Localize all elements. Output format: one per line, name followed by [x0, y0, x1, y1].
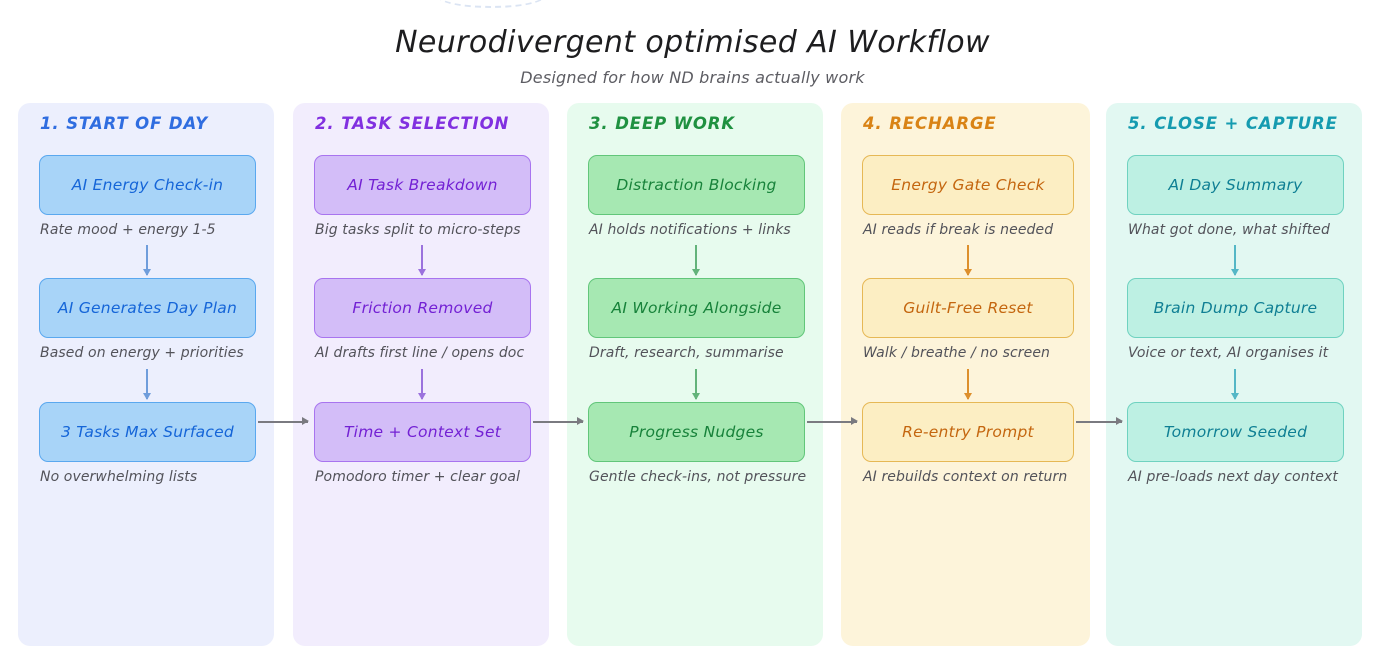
step-caption-5-2: Voice or text, AI organises it [1128, 345, 1329, 361]
step-caption-4-3: AI rebuilds context on return [863, 469, 1068, 485]
step-caption-1-3: No overwhelming lists [40, 469, 198, 485]
step-label: Time + Context Set [343, 423, 502, 441]
stage-column-1[interactable]: 1. START OF DAY AI Energy Check-in Rate … [18, 103, 274, 646]
step-label: 3 Tasks Max Surfaced [60, 423, 235, 441]
step-label: AI Working Alongside [611, 299, 782, 317]
down-arrow-icon [143, 245, 150, 276]
stage-title-5: 5. CLOSE + CAPTURE [1128, 114, 1338, 133]
step-node-1-2[interactable]: AI Generates Day Plan [39, 278, 256, 338]
stage-connector-arrow-2-3 [533, 417, 584, 424]
step-caption-2-1: Big tasks split to micro-steps [315, 222, 521, 238]
step-node-5-1[interactable]: AI Day Summary [1127, 155, 1344, 215]
step-caption-3-1: AI holds notifications + links [589, 222, 791, 238]
stage-column-2[interactable]: 2. TASK SELECTION AI Task Breakdown Big … [293, 103, 549, 646]
down-arrow-icon [418, 245, 425, 276]
diagram-title: Neurodivergent optimised AI Workflow [395, 25, 990, 60]
diagram-subtitle: Designed for how ND brains actually work [520, 67, 865, 87]
step-node-4-2[interactable]: Guilt-Free Reset [862, 278, 1074, 338]
step-node-2-2[interactable]: Friction Removed [314, 278, 531, 338]
stage-connector-arrow-4-5 [1076, 417, 1123, 424]
down-arrow-icon [692, 369, 699, 400]
down-arrow-icon [143, 369, 150, 400]
step-caption-1-1: Rate mood + energy 1-5 [40, 222, 216, 238]
stage-board: 1. START OF DAY AI Energy Check-in Rate … [0, 103, 1385, 648]
step-node-4-1[interactable]: Energy Gate Check [862, 155, 1074, 215]
step-label: AI Energy Check-in [71, 176, 224, 194]
stage-column-5[interactable]: 5. CLOSE + CAPTURE AI Day Summary What g… [1106, 103, 1362, 646]
step-node-5-2[interactable]: Brain Dump Capture [1127, 278, 1344, 338]
down-arrow-icon [964, 369, 971, 400]
step-node-4-3[interactable]: Re-entry Prompt [862, 402, 1074, 462]
step-label: AI Task Breakdown [347, 176, 498, 194]
step-caption-3-2: Draft, research, summarise [589, 345, 784, 361]
step-node-1-3[interactable]: 3 Tasks Max Surfaced [39, 402, 256, 462]
step-label: Distraction Blocking [616, 176, 777, 194]
step-node-5-3[interactable]: Tomorrow Seeded [1127, 402, 1344, 462]
stage-connector-arrow-3-4 [807, 417, 858, 424]
step-label: Tomorrow Seeded [1163, 423, 1308, 441]
diagram-header: Neurodivergent optimised AI Workflow Des… [0, 25, 1385, 87]
step-label: AI Generates Day Plan [57, 299, 238, 317]
down-arrow-icon [964, 245, 971, 276]
stage-connector-arrow-1-2 [258, 417, 309, 424]
stage-title-2: 2. TASK SELECTION [315, 114, 510, 133]
decorative-dashed-arc [437, 0, 545, 8]
step-label: Re-entry Prompt [902, 423, 1034, 441]
step-node-3-1[interactable]: Distraction Blocking [588, 155, 805, 215]
step-node-3-2[interactable]: AI Working Alongside [588, 278, 805, 338]
down-arrow-icon [1231, 245, 1238, 276]
step-caption-3-3: Gentle check-ins, not pressure [589, 469, 807, 485]
step-caption-2-3: Pomodoro timer + clear goal [315, 469, 521, 485]
step-caption-4-2: Walk / breathe / no screen [863, 345, 1051, 361]
step-node-2-3[interactable]: Time + Context Set [314, 402, 531, 462]
stage-column-4[interactable]: 4. RECHARGE Energy Gate Check AI reads i… [841, 103, 1090, 646]
down-arrow-icon [418, 369, 425, 400]
step-caption-5-1: What got done, what shifted [1128, 222, 1330, 238]
step-caption-2-2: AI drafts first line / opens doc [315, 345, 525, 361]
step-caption-5-3: AI pre-loads next day context [1128, 469, 1338, 485]
step-label: Guilt-Free Reset [903, 299, 1033, 317]
step-label: AI Day Summary [1168, 176, 1303, 194]
stage-title-4: 4. RECHARGE [863, 114, 997, 133]
stage-title-1: 1. START OF DAY [40, 114, 209, 133]
step-label: Energy Gate Check [891, 176, 1045, 194]
down-arrow-icon [1231, 369, 1238, 400]
step-caption-4-1: AI reads if break is needed [863, 222, 1054, 238]
step-node-1-1[interactable]: AI Energy Check-in [39, 155, 256, 215]
step-node-3-3[interactable]: Progress Nudges [588, 402, 805, 462]
step-label: Brain Dump Capture [1153, 299, 1318, 317]
step-node-2-1[interactable]: AI Task Breakdown [314, 155, 531, 215]
down-arrow-icon [692, 245, 699, 276]
step-label: Progress Nudges [629, 423, 764, 441]
step-label: Friction Removed [352, 299, 493, 317]
stage-title-3: 3. DEEP WORK [589, 114, 736, 133]
step-caption-1-2: Based on energy + priorities [40, 345, 244, 361]
stage-column-3[interactable]: 3. DEEP WORK Distraction Blocking AI hol… [567, 103, 823, 646]
